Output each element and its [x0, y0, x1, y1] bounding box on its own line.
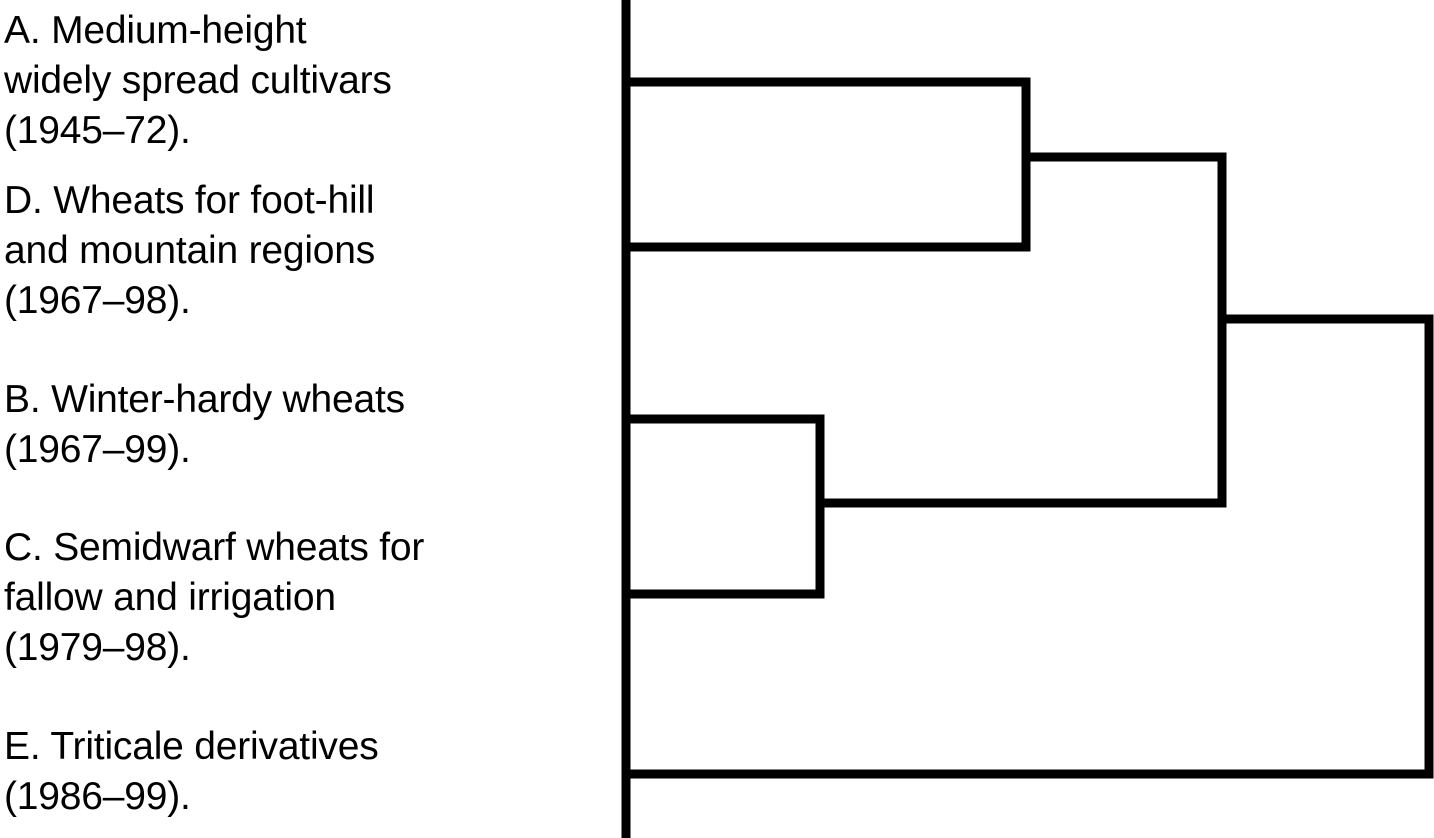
cluster-label-d: D. Wheats for foot-hill and mountain reg…	[4, 179, 376, 322]
cluster-label-e: E. Triticale derivatives (1986–99).	[4, 725, 379, 818]
cluster-label-a: A. Medium-height widely spread cultivars…	[4, 9, 392, 152]
cluster-label-c: C. Semidwarf wheats for fallow and irrig…	[4, 526, 425, 669]
dendrogram-leaf-branches	[626, 77, 1429, 779]
dendrogram-merge-links	[815, 77, 1434, 779]
cluster-label-b: B. Winter-hardy wheats (1967–99).	[4, 378, 405, 471]
cluster-label-column: A. Medium-height widely spread cultivars…	[0, 0, 610, 838]
